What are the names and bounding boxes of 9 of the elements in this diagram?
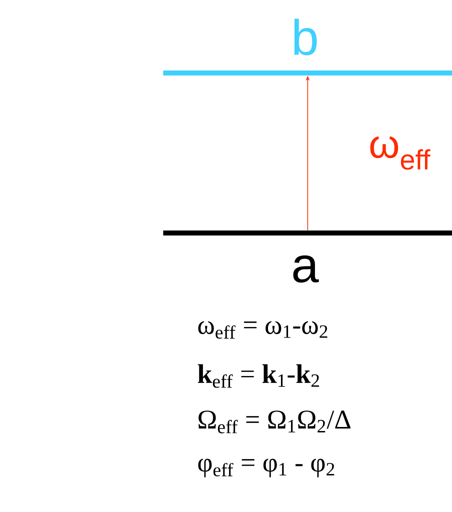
energy-level: b xyxy=(163,18,452,76)
equation: φ$_{eff}$ = φ$_{1}$ - φ$_{2}$ xyxy=(198,458,334,478)
equation: k$_{eff}$ = k$_{1}$-k$_{2}$ xyxy=(198,364,319,388)
node-label: b xyxy=(294,18,317,56)
equation: ω$_{eff}$ = ω$_{1}$-ω$_{2}$ xyxy=(198,321,328,339)
energy-level: a xyxy=(163,230,452,283)
node-label: a xyxy=(293,255,319,283)
edge-label: ω$_{eff}$ xyxy=(370,136,430,170)
equation: Ω$_{eff}$ = Ω$_{1}$Ω$_{2}$/Δ xyxy=(198,410,350,434)
